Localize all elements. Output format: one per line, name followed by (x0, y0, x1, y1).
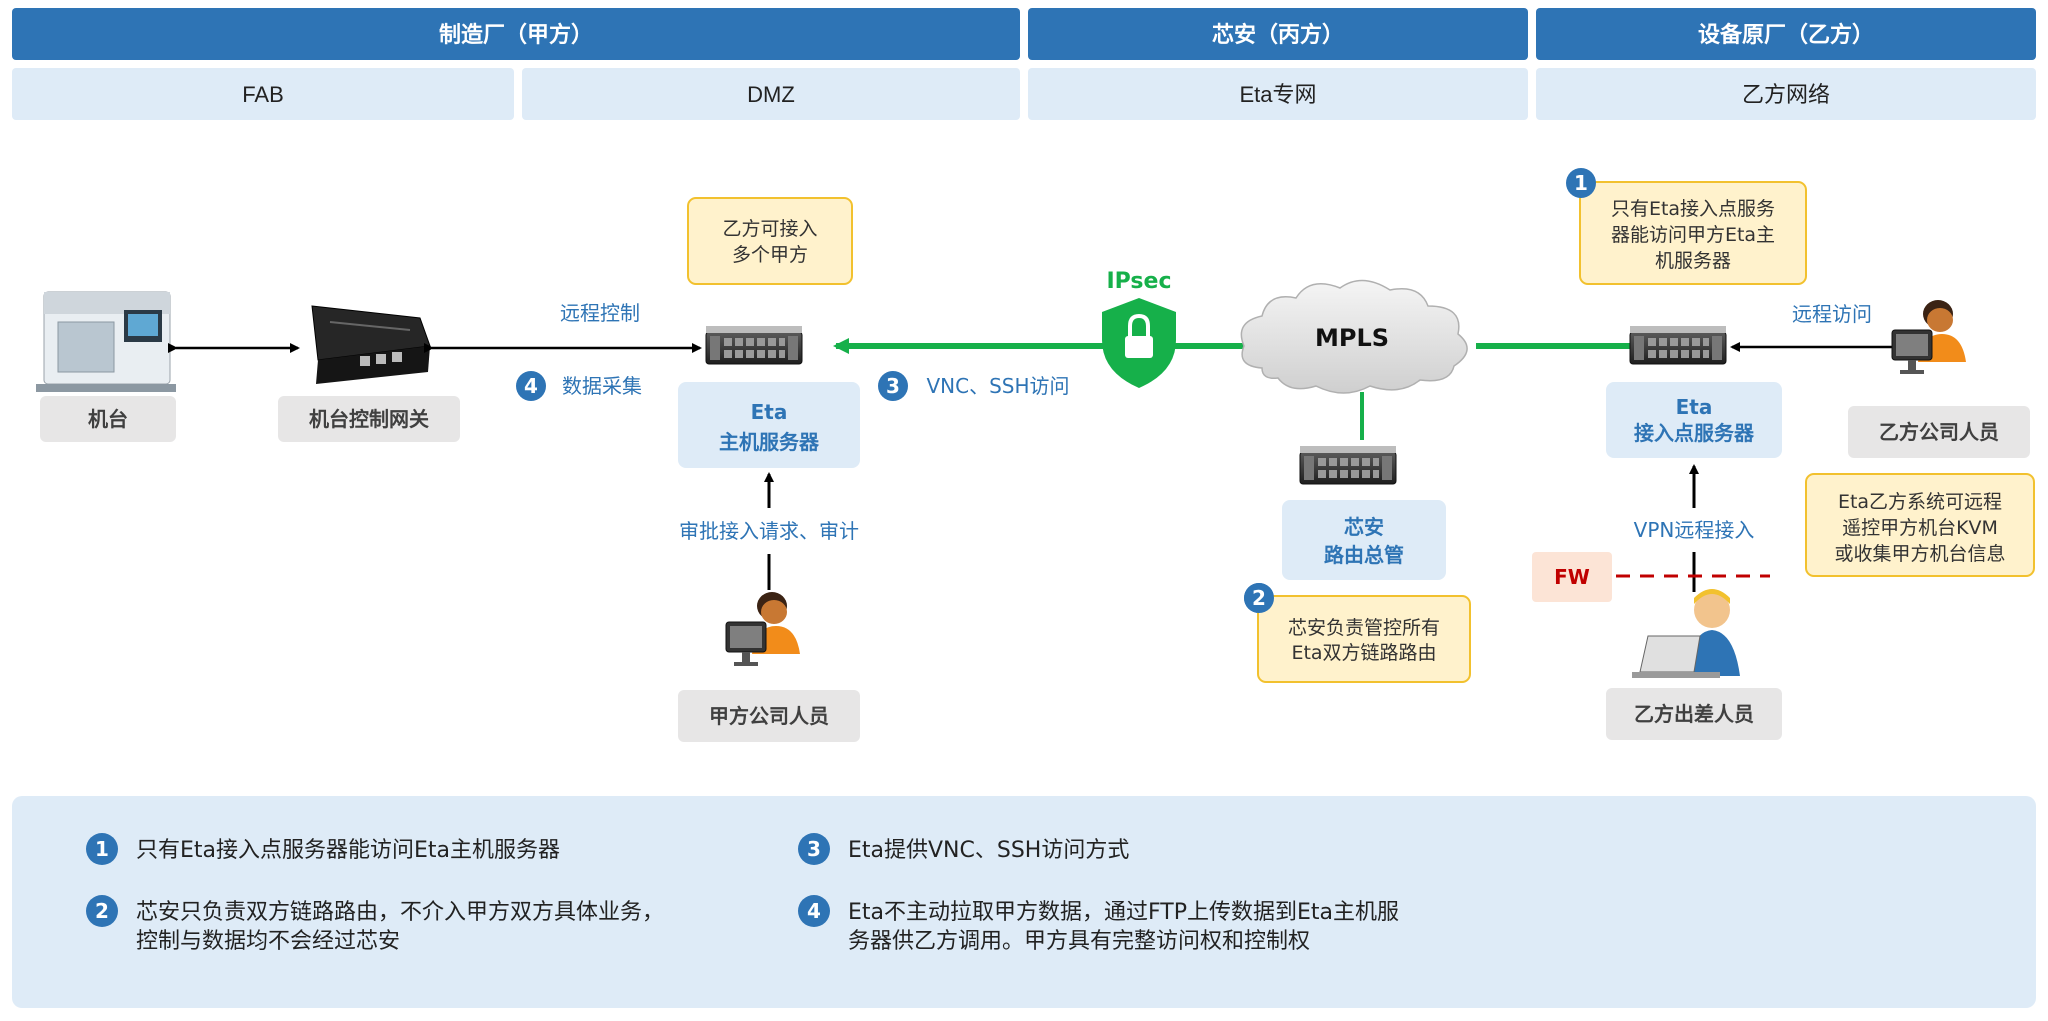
host-server-label2: 主机服务器 (719, 430, 820, 454)
router-label1: 芯安 (1344, 515, 1384, 539)
gateway-label-box (278, 396, 460, 442)
legend-1-num: 1 (95, 837, 109, 861)
legend-2-text1: 芯安只负责双方链路路由，不介入甲方双方具体业务， (136, 900, 664, 925)
yi-travel-label: 乙方出差人员 (1634, 702, 1754, 726)
zone-fab-bar (12, 68, 514, 120)
note-only-eta-line3: 机服务器 (1655, 250, 1731, 272)
marker-3: 3 (886, 374, 900, 398)
zone-yi-bar (1536, 68, 2036, 120)
laptop-person-icon (1632, 589, 1740, 678)
legend-2-num: 2 (95, 899, 109, 923)
machine-label-box (40, 396, 176, 442)
zone-eta: Eta专网 (1239, 82, 1316, 107)
legend-4-text1: Eta不主动拉取甲方数据，通过FTP上传数据到Eta主机服 (848, 900, 1399, 925)
machine-icon (36, 291, 176, 392)
zone-eta-bar (1028, 68, 1528, 120)
gateway-icon (311, 305, 431, 384)
jia-staff-icon (725, 591, 801, 667)
legend-3-text: Eta提供VNC、SSH访问方式 (848, 838, 1129, 863)
marker-4: 4 (524, 374, 538, 398)
marker-2-circle-top (1244, 583, 1274, 613)
note-only-eta-line2: 器能访问甲方Eta主 (1611, 224, 1775, 246)
zone-dmz-bar (522, 68, 1020, 120)
data-collect-label: 数据采集 (562, 374, 642, 398)
remote-access-label: 远程访问 (1792, 302, 1872, 326)
header-yi: 设备原厂（乙方） (1698, 22, 1874, 48)
vnc-ssh-label: VNC、SSH访问 (926, 374, 1069, 398)
marker-1: 1 (1574, 171, 1588, 195)
yi-staff-icon (1891, 299, 1967, 375)
access-server-box (1606, 382, 1782, 458)
jia-staff-label: 甲方公司人员 (709, 704, 829, 728)
zone-fab: FAB (242, 82, 284, 107)
note-only-eta-line1: 只有Eta接入点服务 (1611, 198, 1775, 220)
legend-3-circle (798, 833, 830, 865)
note-kvm-line3: 或收集甲方机台信息 (1834, 543, 2005, 565)
host-server-box (678, 382, 860, 468)
host-server-icon (705, 325, 803, 365)
header-jia-bar (12, 8, 1020, 60)
header-bing-bar (1028, 8, 1528, 60)
router-label2: 路由总管 (1324, 543, 1404, 567)
note-multi-line1: 乙方可接入 (722, 218, 817, 240)
approve-label: 审批接入请求、审计 (679, 519, 859, 543)
legend-2-circle (86, 895, 118, 927)
vpn-label: VPN远程接入 (1634, 518, 1755, 542)
legend-3-num: 3 (807, 837, 821, 861)
router-box (1282, 500, 1446, 580)
mpls-cloud-icon (1240, 279, 1468, 394)
note-xinan-line1: 芯安负责管控所有 (1288, 617, 1440, 639)
shield-lock-icon (1102, 298, 1176, 388)
note-multi-box (687, 197, 853, 285)
header-bing: 芯安（丙方） (1212, 22, 1344, 48)
marker-3-circle (878, 371, 908, 401)
note-only-eta-box (1579, 181, 1807, 285)
mpls-label: MPLS (1315, 324, 1389, 352)
marker-2-top: 2 (1252, 586, 1266, 610)
gateway-label: 机台控制网关 (309, 407, 429, 431)
access-server-label1: Eta (1676, 395, 1713, 419)
header-yi-bar (1536, 8, 2036, 60)
legend-4-text2: 务器供乙方调用。甲方具有完整访问权和控制权 (848, 929, 1310, 954)
legend-1-text: 只有Eta接入点服务器能访问Eta主机服务器 (136, 838, 560, 863)
note-kvm-line1: Eta乙方系统可远程 (1838, 491, 2002, 513)
ipsec-label: IPsec (1107, 269, 1172, 294)
header-jia: 制造厂（甲方） (439, 22, 593, 48)
legend-4-circle (798, 895, 830, 927)
legend-4-num: 4 (807, 899, 821, 923)
yi-travel-box (1606, 688, 1782, 740)
legend-1-circle (86, 833, 118, 865)
zone-dmz: DMZ (747, 82, 795, 107)
legend-panel (12, 796, 2036, 1008)
host-server-label1: Eta (751, 400, 788, 424)
machine-label: 机台 (88, 407, 128, 431)
zone-yi: 乙方网络 (1742, 82, 1830, 107)
yi-staff-box (1848, 406, 2030, 458)
jia-staff-box (678, 690, 860, 742)
note-kvm-box (1805, 473, 2035, 577)
note-xinan-box (1257, 595, 1471, 683)
marker-4-circle (516, 371, 546, 401)
fw-label: FW (1554, 565, 1590, 589)
note-xinan-line2: Eta双方链路路由 (1291, 642, 1436, 664)
note-kvm-line2: 遥控甲方机台KVM (1842, 517, 1998, 539)
access-server-icon (1629, 325, 1727, 365)
note-multi-line2: 多个甲方 (732, 244, 808, 266)
marker-1-circle (1566, 168, 1596, 198)
fw-box (1532, 552, 1612, 602)
yi-staff-label: 乙方公司人员 (1879, 420, 1999, 444)
legend-2-text2: 控制与数据均不会经过芯安 (136, 929, 400, 954)
router-server-icon (1299, 445, 1397, 485)
access-server-label2: 接入点服务器 (1634, 421, 1755, 445)
remote-control-label: 远程控制 (560, 301, 640, 325)
